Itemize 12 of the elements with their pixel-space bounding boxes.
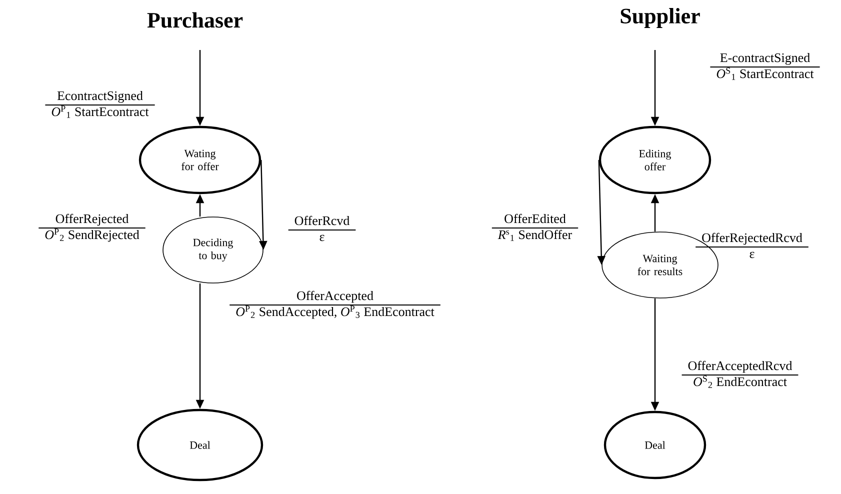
edge-label: OfferAccepted	[297, 290, 374, 303]
edge-label: O$^{P}$$_{2}$ SendAccepted, O$^{P}$$_{3}$ EndEcontract	[236, 306, 434, 319]
edge-label: OfferEdited R$^{s}$$_{1}$ SendOffer	[491, 214, 579, 241]
heading: Supplier	[620, 8, 700, 28]
edge-label: OfferAcceptedRcvd O$^{S}$$_{2}$ EndEcontract	[681, 360, 799, 388]
edge-label: OfferRejectedRcvd ε	[695, 232, 809, 258]
edge-label: OfferRcvd ε	[288, 216, 356, 242]
edge-label: OfferRejected O$^{P}$$_{2}$ SendRejected	[38, 214, 146, 242]
edge-label: EcontractSigned O$^{P}$$_{1}$ StartEcontract	[44, 90, 156, 118]
edge-label: E-contractSigned O$^{S}$$_{1}$ StartEcontract	[710, 52, 820, 80]
edge-label: OfferAccepted O$^{P}$$_{2}$ SendAccepted, O$^{P}$$_{3}$ EndEcontract	[229, 290, 441, 319]
heading: Purchaser	[147, 12, 243, 28]
